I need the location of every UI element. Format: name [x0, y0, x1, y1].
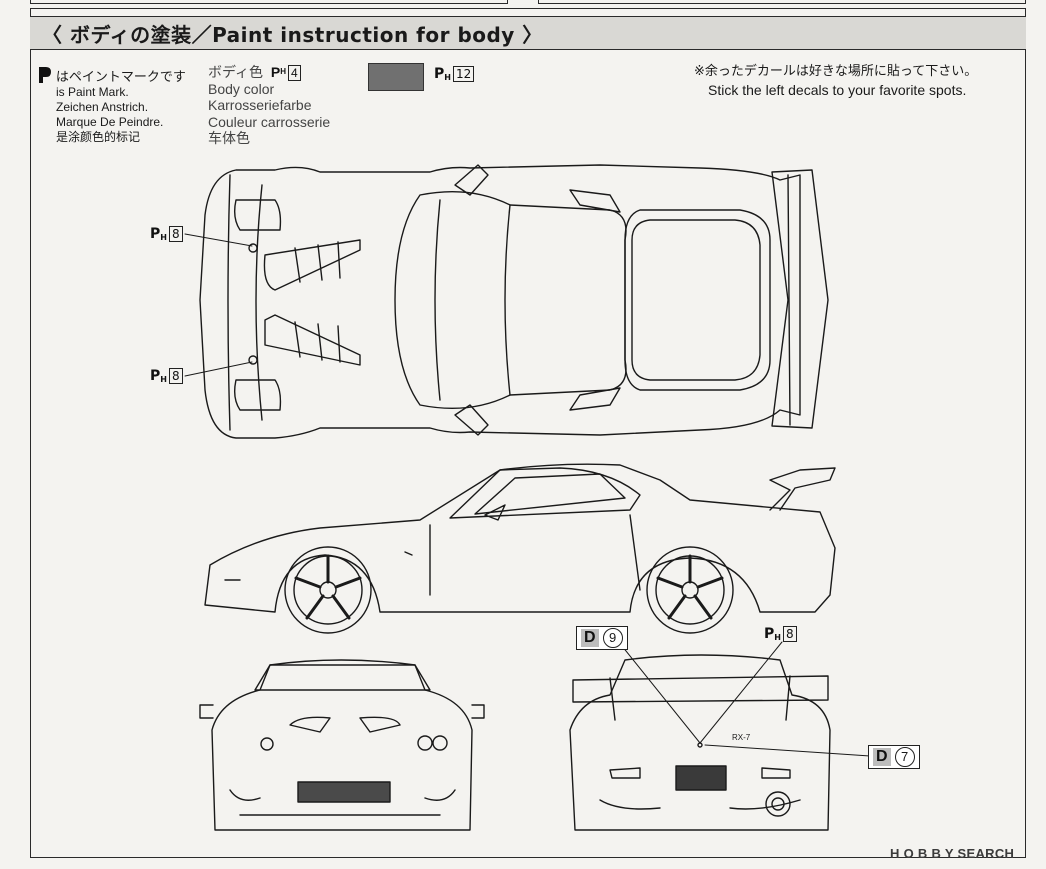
paint-code-number: 4 [288, 64, 301, 81]
paint-code-sub: H [774, 633, 781, 642]
note-en: Stick the left decals to your favorite s… [708, 82, 967, 98]
body-color-line: 车体色 [208, 130, 250, 146]
legend-line: Marque De Peindre. [56, 115, 164, 129]
paint-code-prefix: P [150, 226, 161, 242]
paint-code-prefix: P [434, 66, 445, 82]
legend-line: is Paint Mark. [56, 85, 129, 99]
paint-code-number: 8 [168, 368, 183, 384]
paint-code-prefix: P [150, 368, 161, 384]
decal-callout-9: D 9 [576, 626, 628, 650]
legend-line: 是涂颜色的标记 [56, 130, 141, 144]
decal-callout-7: D 7 [868, 745, 920, 769]
decal-number: 7 [894, 747, 915, 767]
page-edge-left [30, 0, 508, 4]
body-color-line: Body color [208, 80, 275, 97]
car-front-view [199, 659, 485, 831]
paint-code-sub: H [444, 73, 451, 82]
paint-code-prefix: P [270, 64, 281, 80]
page-frame [30, 8, 1026, 858]
car-rear-view: RX-7 [569, 654, 831, 831]
section-title-text: 〈 ボディの塗装／Paint instruction for body 〉 [42, 22, 543, 47]
color-swatch [368, 63, 424, 91]
page-edge-right [538, 0, 1026, 4]
decal-letter: D [581, 629, 599, 647]
paint-code-number: 12 [452, 66, 475, 82]
rear-wheel [646, 546, 734, 634]
legend-line: Zeichen Anstrich. [56, 100, 149, 114]
paint-code-sub: H [160, 375, 167, 384]
decal-letter: D [873, 748, 891, 766]
body-color-jp: ボディ色 [208, 64, 264, 80]
note-jp: ※余ったデカールは好きな場所に貼って下さい。 [694, 64, 978, 79]
car-side-view [204, 463, 836, 634]
paint-mark-icon [39, 67, 51, 83]
car-top-view [199, 164, 829, 439]
decal-number: 9 [602, 628, 623, 648]
paint-code-sub: H [280, 67, 287, 76]
paint-code-sub: H [160, 233, 167, 242]
rear-badge: RX-7 [732, 733, 751, 742]
body-color-line: Karrosseriefarbe [208, 97, 312, 113]
legend-jp: はペイントマークです [55, 70, 186, 85]
paint-mark-legend: はペイントマークです is Paint Mark. Zeichen Anstri… [38, 66, 186, 145]
decal-note: ※余ったデカールは好きな場所に貼って下さい。 Stick the left de… [694, 62, 977, 100]
leader-lines [184, 233, 871, 757]
front-wheel [284, 546, 372, 634]
paint-code-number: 8 [782, 626, 797, 642]
section-title: 〈 ボディの塗装／Paint instruction for body 〉 [30, 16, 1026, 50]
paint-code-prefix: P [764, 626, 775, 642]
body-color-line: Couleur carrosserie [208, 113, 331, 130]
paint-code-number: 8 [168, 226, 183, 242]
watermark: H O B B Y SEARCH [890, 846, 1015, 861]
